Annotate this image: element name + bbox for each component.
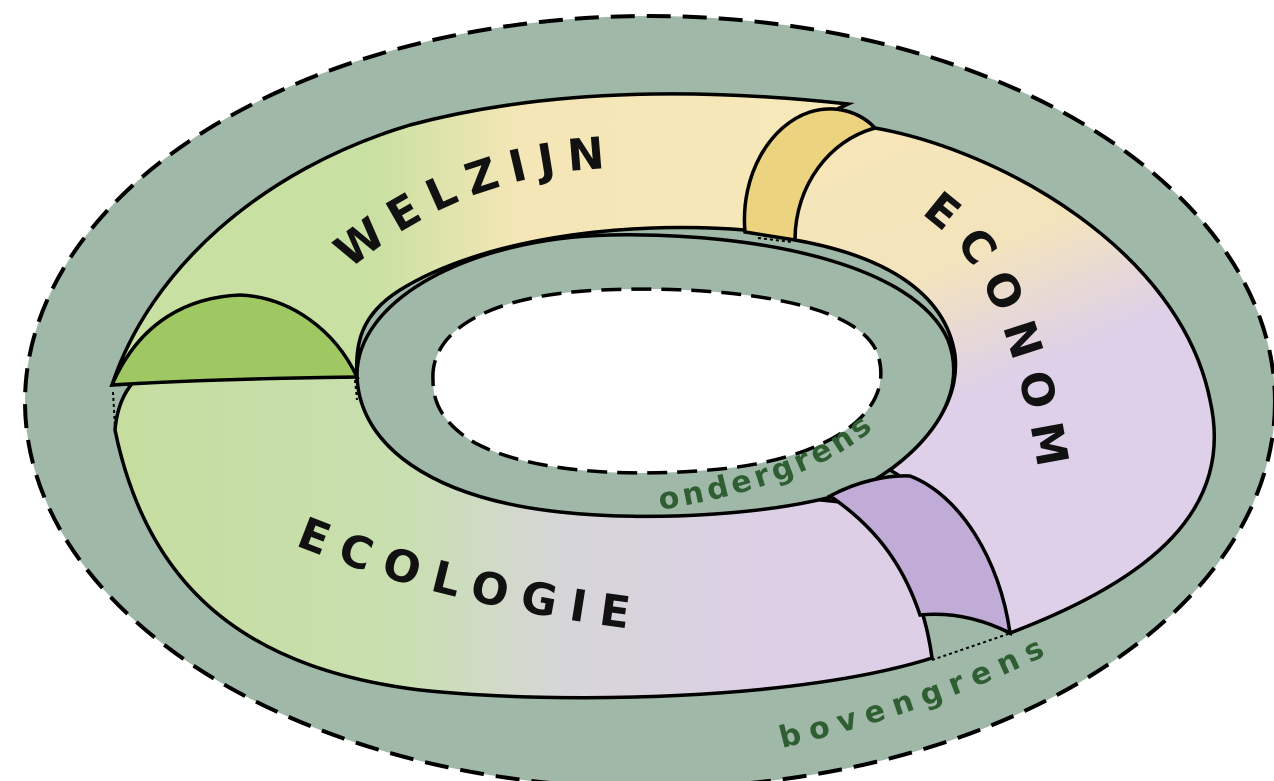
sustainability-diagram: WELZIJN ECONOMIE ECOLOGIE ondergrens bov… <box>0 0 1274 781</box>
